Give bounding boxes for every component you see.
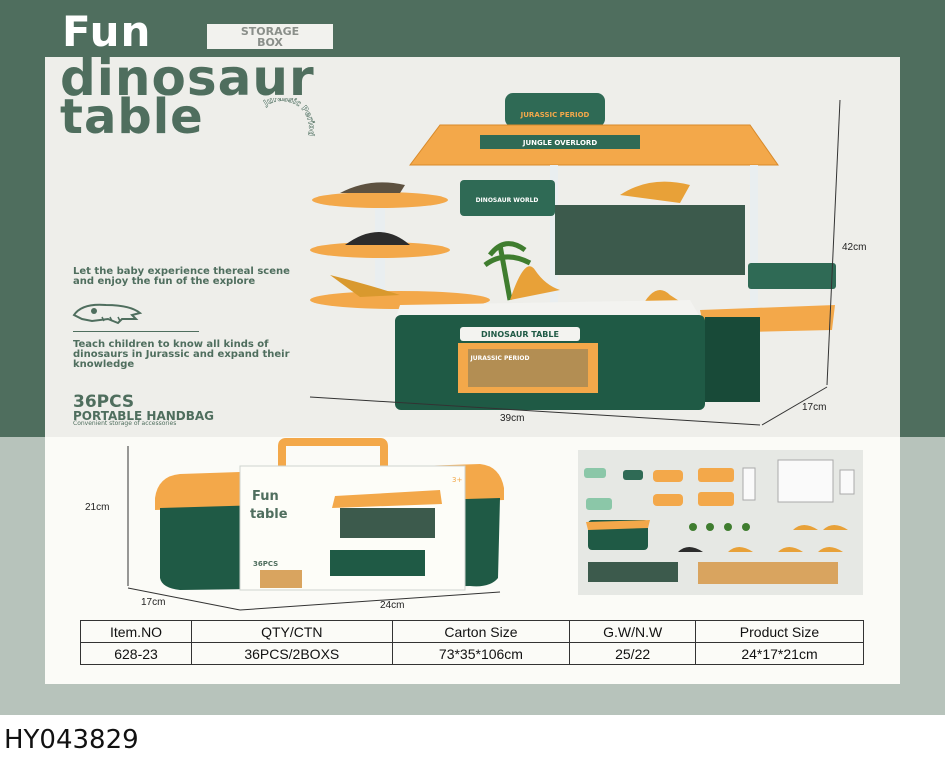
palm-tree <box>483 241 532 301</box>
spec-value: 25/22 <box>569 642 696 665</box>
title-dinosaur: dinosaur <box>60 49 315 107</box>
accessories-illustration <box>584 459 855 584</box>
accessory-part <box>584 468 606 478</box>
storage-box-illustration: Fun table 36PCS 3+ <box>127 438 504 611</box>
accessories-panel <box>578 450 863 595</box>
spec-header: Item.NO <box>79 620 193 643</box>
accessory-tree <box>689 523 697 531</box>
width-dimension: 39cm <box>500 413 525 424</box>
box-table-text: table <box>250 507 288 522</box>
box-height-dimension: 21cm <box>85 502 110 513</box>
spec-value: 73*35*106cm <box>391 642 571 665</box>
spec-value: 36PCS/2BOXS <box>191 642 393 665</box>
storage-box-badge: STORAGE BOX <box>207 24 333 49</box>
depth-dimension-line <box>761 386 828 426</box>
accessory-rock <box>678 547 703 552</box>
panel-label: DINOSAUR WORLD <box>476 197 539 204</box>
table-label: DINOSAUR TABLE <box>481 330 559 339</box>
roof-label-strip <box>480 135 640 149</box>
accessory-part <box>777 459 834 503</box>
dinosaur-skull-icon <box>72 303 143 325</box>
top-sign-label: JURASSIC PERIOD <box>520 111 590 119</box>
box-handle <box>278 438 388 468</box>
pieces-count: 36PCS <box>73 392 135 412</box>
accessory-part <box>839 469 855 495</box>
title-fun: Fun <box>62 7 152 56</box>
accessory-mini-lid <box>586 520 650 530</box>
box-photo <box>260 570 302 588</box>
accessory-dinosaur <box>793 525 818 530</box>
height-dimension-line <box>826 99 841 386</box>
box-pcs-text: 36PCS <box>253 560 278 568</box>
height-dimension: 42cm <box>842 242 867 253</box>
product-illustration: JURASSIC PERIOD JUNGLE OVERLORD DINOSAUR… <box>309 93 841 426</box>
accessory-dinosaur <box>728 547 753 552</box>
dinosaur-world-panel <box>460 180 555 216</box>
table-label-plate <box>460 327 580 341</box>
spec-value-row: 628-23 36PCS/2BOXS 73*35*106cm 25/22 24*… <box>79 642 865 665</box>
spec-header-row: Item.NO QTY/CTN Carton Size G.W/N.W Prod… <box>79 620 865 643</box>
shelf-top <box>312 192 448 208</box>
right-screen <box>748 263 836 289</box>
box-mini-roof <box>332 490 442 508</box>
storage-badge-line1: STORAGE <box>240 25 300 38</box>
spec-value: 628-23 <box>79 642 193 665</box>
table-side <box>705 317 760 402</box>
box-fun-text: Fun <box>252 489 279 504</box>
accessory-cards <box>588 562 678 582</box>
jurassic-arc-text: Jurassic Period <box>261 98 316 137</box>
top-sign <box>505 93 605 127</box>
description-experience: Let the baby experience thereal scene an… <box>73 266 290 287</box>
box-mini-body <box>330 550 425 576</box>
spec-header: Product Size <box>694 620 865 643</box>
accessory-part <box>698 492 734 506</box>
title-table: table <box>60 89 204 145</box>
accessory-part <box>698 468 734 482</box>
dinosaur-figure <box>510 266 560 300</box>
box-mini-cards <box>340 508 435 538</box>
rock-figure <box>345 232 410 245</box>
accessory-tree <box>742 523 750 531</box>
depth-dimension: 17cm <box>802 402 827 413</box>
accessory-dinosaur <box>823 525 848 530</box>
pole-left <box>550 165 558 315</box>
product-code: HY043829 <box>4 725 139 755</box>
shelf-middle <box>310 242 450 258</box>
box-width-dimension: 24cm <box>380 600 405 611</box>
accessory-part <box>586 498 612 510</box>
pole-right <box>750 165 758 315</box>
box-depth-line <box>127 587 241 611</box>
portable-handbag-label: PORTABLE HANDBAG <box>73 409 215 423</box>
spec-value: 24*17*21cm <box>694 642 865 665</box>
divider-line <box>73 331 199 332</box>
spec-table: Item.NO QTY/CTN Carton Size G.W/N.W Prod… <box>79 620 865 665</box>
spec-header: G.W/N.W <box>569 620 696 643</box>
spec-header: QTY/CTN <box>191 620 393 643</box>
storage-badge-line2: BOX <box>257 36 283 49</box>
convenient-storage-label: Convenient storage of accessories <box>73 420 177 427</box>
accessory-dinosaur <box>818 547 843 552</box>
accessory-part <box>623 470 643 480</box>
drawer-label: JURASSIC PERIOD <box>470 355 530 362</box>
box-depth-dimension: 17cm <box>141 597 166 608</box>
dinosaur-figure <box>340 182 405 193</box>
spec-header: Carton Size <box>391 620 571 643</box>
accessory-part <box>653 494 683 506</box>
box-width-line <box>239 591 501 611</box>
accessory-stickers <box>698 562 838 584</box>
width-dimension-line <box>309 396 761 426</box>
accessory-tree <box>706 523 714 531</box>
drawer-picture <box>468 349 588 387</box>
accessory-part <box>653 470 683 482</box>
dinosaur-figure <box>620 181 690 203</box>
description-teach: Teach children to know all kinds of dino… <box>73 339 290 370</box>
box-age-badge: 3+ <box>452 476 462 484</box>
roof-label: JUNGLE OVERLORD <box>522 139 597 147</box>
accessory-part <box>742 467 756 501</box>
dinosaur-cards <box>555 205 745 275</box>
accessory-tree <box>724 523 732 531</box>
accessory-dinosaur <box>778 547 803 552</box>
dinosaur-figure <box>330 275 400 297</box>
